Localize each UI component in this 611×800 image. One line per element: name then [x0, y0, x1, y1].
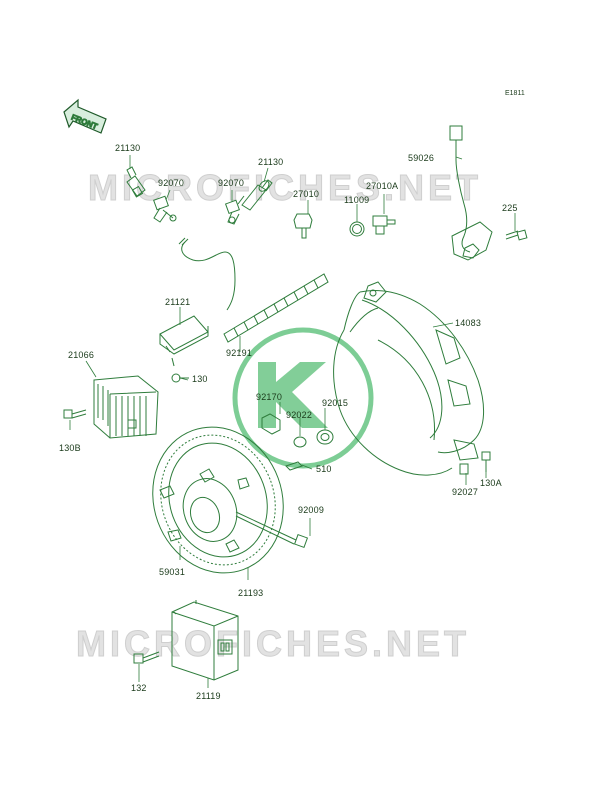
part-label-130b: 130B [59, 443, 81, 453]
washer-92022 [293, 436, 307, 448]
leader-lines [69, 155, 516, 688]
part-label-92015: 92015 [322, 398, 349, 408]
clamp-92170 [261, 413, 281, 435]
bolt-225 [505, 229, 528, 241]
bolt-92009 [235, 511, 309, 549]
neutral-switch [372, 215, 396, 235]
speed-sensor [449, 125, 493, 261]
part-label-27010a: 27010A [366, 181, 399, 191]
bolt-132 [133, 651, 160, 664]
part-label-14083: 14083 [455, 318, 482, 328]
front-arrow-icon: FRONT [63, 98, 107, 134]
part-label-132: 132 [131, 683, 147, 693]
kawasaki-logo [232, 327, 374, 469]
part-label-92027: 92027 [452, 487, 479, 497]
part-label-21119: 21119 [196, 691, 221, 701]
part-label-59026: 59026 [408, 153, 435, 163]
part-label-130: 130 [192, 374, 208, 384]
part-label-92022: 92022 [286, 410, 313, 420]
regulator-rectifier [93, 375, 159, 439]
oil-pressure-switch [293, 213, 313, 239]
watermark-top: MICROFICHES.NET [87, 167, 483, 209]
part-label-21130-left: 21130 [115, 143, 141, 153]
bushing-92027 [459, 463, 469, 475]
part-label-510: 510 [316, 464, 332, 474]
part-label-21130-right: 21130 [258, 157, 284, 167]
spark-plug-left [153, 195, 177, 223]
spark-plug-cap-left [126, 166, 146, 198]
nut-92015 [316, 429, 334, 445]
part-label-21121: 21121 [165, 297, 191, 307]
section-code: E1811 [505, 90, 525, 97]
gasket-ring-inner [352, 224, 362, 234]
part-label-92070-right: 92070 [218, 178, 245, 188]
flywheel-rotor [152, 426, 284, 574]
threaded-stud [223, 273, 329, 343]
igniter-box [171, 600, 239, 681]
part-label-21193: 21193 [238, 588, 264, 598]
part-label-225: 225 [502, 203, 518, 213]
part-label-59031: 59031 [159, 567, 186, 577]
part-label-92170: 92170 [256, 392, 283, 402]
bolt-130b [63, 409, 87, 419]
spark-plug-right [224, 195, 245, 225]
part-label-21066: 21066 [68, 350, 95, 360]
part-label-92009: 92009 [298, 505, 325, 515]
generator-cover [333, 281, 485, 476]
ignition-coil [159, 237, 236, 367]
part-label-11009: 11009 [344, 195, 370, 205]
part-label-130a: 130A [480, 478, 502, 488]
part-label-92191: 92191 [226, 348, 253, 358]
part-label-92070-left: 92070 [158, 178, 185, 188]
woodruff-key [285, 461, 303, 471]
part-label-27010: 27010 [293, 189, 320, 199]
bolt-130a [481, 451, 491, 472]
spark-plug-cap-right [241, 179, 273, 211]
watermark-bottom: MICROFICHES.NET [75, 623, 471, 665]
